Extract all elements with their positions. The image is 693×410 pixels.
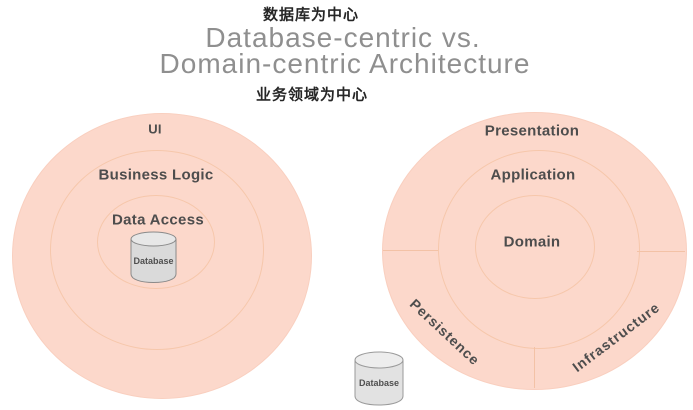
database-cylinder-body — [130, 239, 177, 284]
main-title-line2: Domain-centric Architecture — [159, 48, 531, 79]
database-cylinder-icon: Database — [354, 351, 404, 406]
domain-centric-zh-label: 业务领域为中心 — [255, 86, 369, 104]
left-inner-circle-data-access-layer — [97, 195, 215, 289]
right-database-label: Database — [359, 378, 399, 388]
left-ring-label-data-access: Data Access — [112, 211, 204, 229]
database-cylinder-top — [130, 231, 177, 247]
left-ring-label-ui: UI — [148, 121, 162, 137]
left-middle-circle-business-logic-layer — [50, 150, 264, 350]
database-cylinder-body — [354, 360, 404, 406]
database-cylinder-icon: Database — [130, 231, 177, 284]
right-ring-divider-bottom — [534, 347, 535, 388]
left-database-label: Database — [133, 256, 173, 266]
right-ring-label-application: Application — [490, 166, 576, 184]
right-inner-circle-domain-layer — [475, 195, 595, 299]
right-ring-label-presentation: Presentation — [484, 122, 580, 140]
left-ring-label-business-logic: Business Logic — [98, 166, 214, 184]
right-ring-divider-right — [637, 251, 685, 252]
right-ring-divider-left — [383, 250, 438, 251]
main-title-line1: Database-centric vs. — [205, 22, 481, 53]
right-middle-circle-application-layer — [438, 150, 640, 349]
database-cylinder-top — [354, 351, 404, 369]
database-centric-zh-label: 数据库为中心 — [262, 6, 360, 24]
right-ring-label-domain: Domain — [503, 233, 561, 251]
